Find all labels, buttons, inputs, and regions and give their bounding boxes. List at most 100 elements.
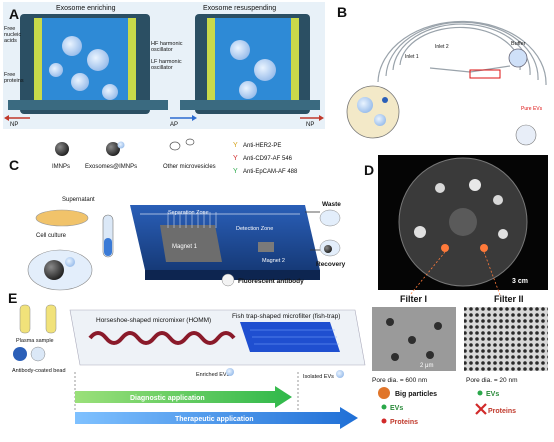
arrow-head (192, 115, 197, 121)
vesicle (254, 59, 276, 81)
panel-c: C IMNPs Exosomes@IMNPs Other microvesicl… (9, 138, 346, 291)
label-detection-zone: Detection Zone (236, 226, 273, 232)
antibody-icon: Y (233, 155, 238, 162)
legend-her2: Anti-HER2-PE (243, 143, 281, 149)
label-proteins-right: Proteins (488, 408, 516, 415)
label-free-proteins-1: Free (4, 72, 15, 78)
panel-e: E Plasma sample Antibody-coated bead Hor… (8, 290, 366, 429)
label-magnet2: Magnet 2 (262, 258, 285, 264)
panel-letter: C (9, 157, 19, 173)
diagnostic-arrow (75, 386, 292, 408)
vesicle (230, 40, 250, 60)
antibody-icon: Y (233, 142, 238, 149)
label-pure-evs: Pure EVs (521, 106, 543, 112)
cross-icon (475, 403, 487, 415)
panel-d: D 3 cm Filter I Filter II 2 μm Pore dia.… (364, 155, 548, 426)
pore (386, 318, 394, 326)
label-free-proteins-2: proteins (4, 78, 24, 84)
chamber (469, 179, 481, 191)
panel-letter: A (9, 6, 19, 22)
exosome-imnp-icon (106, 142, 120, 156)
label-diagnostic: Diagnostic application (130, 395, 205, 402)
plasma-tube (45, 304, 57, 334)
tube-liquid (104, 238, 112, 256)
legend-cd97: Anti-CD97-AF 546 (243, 156, 293, 162)
panel-letter: B (337, 4, 347, 20)
waste-bubble (319, 209, 341, 227)
plasma-tube (19, 304, 31, 334)
evs-icon (381, 404, 387, 410)
label-therapeutic: Therapeutic application (175, 416, 254, 423)
filter-ii-spot (480, 244, 488, 252)
label-lf-2: oscillator (151, 65, 173, 71)
exosome-icon (117, 141, 125, 149)
proteins-icon (381, 418, 387, 424)
legend-other: Other microvesicles (163, 164, 216, 170)
horseshoe-micromixer (88, 331, 236, 345)
microfluidic-chip (130, 205, 320, 270)
pore (434, 322, 442, 330)
zoom-inset (346, 85, 400, 139)
imnp-icon (55, 142, 69, 156)
therapeutic-arrow (75, 407, 358, 429)
highlight-box (469, 69, 501, 79)
label-pore-1: Pore dia. = 600 nm (372, 377, 427, 384)
label-recovery: Recovery (316, 261, 346, 268)
vesicle (374, 114, 386, 126)
label-free-nucleic-1: Free (4, 26, 15, 32)
transducer-left (34, 18, 42, 110)
bead-icon (13, 347, 27, 361)
label-lf-1: LF harmonic (151, 59, 182, 65)
pore (426, 351, 434, 359)
vesicle (87, 49, 109, 71)
particle (382, 97, 388, 103)
arrow-head (4, 115, 9, 121)
label-bead: Antibody-coated bead (12, 368, 66, 374)
label-enriched: Enriched EVs (196, 372, 230, 378)
imnp-icon (324, 245, 332, 253)
big-particles-icon (378, 387, 390, 399)
label-isolated: Isolated EVs (303, 374, 334, 380)
zoom-line (409, 251, 446, 296)
fluorescent-antibody-icon (221, 273, 235, 287)
vesicle (71, 73, 89, 91)
chip-edge (145, 270, 320, 280)
vesicle (49, 63, 63, 77)
buffer-reservoir (508, 48, 528, 68)
label-fish: Fish trap-shaped microfilter (fish-trap) (232, 313, 340, 320)
magnet-1 (160, 225, 222, 262)
ev-icon (336, 370, 344, 378)
evs-icon (477, 390, 483, 396)
microvesicle-icon (169, 141, 181, 151)
label-fluorescent-antibody: Fluorescent antibody (238, 278, 304, 285)
filter-i-spot (441, 244, 449, 252)
bead-icon (30, 346, 46, 362)
vesicle (102, 84, 118, 100)
pore (391, 353, 399, 361)
cell-culture-dish (35, 209, 89, 227)
outlet-inset (515, 124, 537, 146)
chamber (493, 195, 503, 205)
oscillator-label-bg (150, 38, 194, 74)
separation-channels (167, 212, 217, 228)
label-magnet1: Magnet 1 (172, 244, 198, 250)
label-free-nucleic-2: nucleic (4, 32, 21, 38)
fish-trap-grid (250, 329, 339, 345)
label-enriching: Exosome enriching (56, 5, 116, 12)
device-enriching (8, 14, 168, 114)
label-inlet1: Inlet 1 (405, 54, 419, 60)
pore (408, 336, 416, 344)
panel-letter: E (8, 290, 17, 306)
label-pore-2: Pore dia. = 20 nm (466, 377, 518, 384)
label-proteins-left: Proteins (390, 419, 418, 426)
vesicle (357, 97, 373, 113)
outlet-channel (180, 100, 320, 110)
label-plasma: Plasma sample (16, 338, 54, 344)
label-filter-i: Filter I (400, 294, 427, 304)
sem-filter-ii (464, 307, 548, 371)
label-separation-zone: Separation Zone (168, 210, 209, 216)
label-np-right: NP (306, 122, 314, 128)
label-cell-culture: Cell culture (36, 233, 67, 239)
label-filter-ii: Filter II (494, 294, 524, 304)
